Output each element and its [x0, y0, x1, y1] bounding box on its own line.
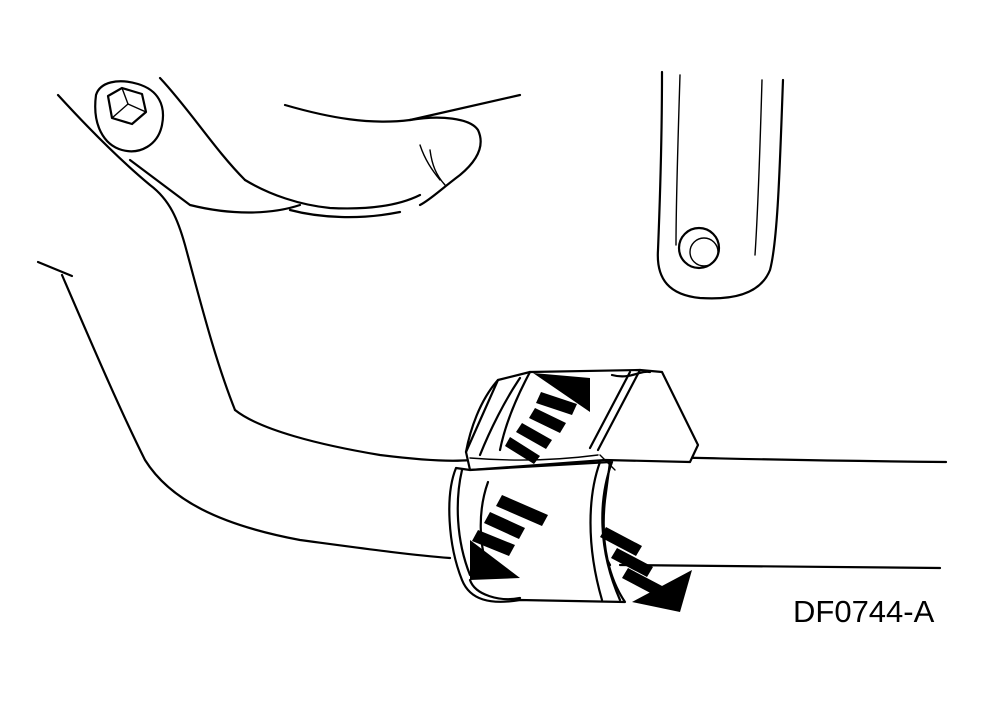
- arrow-upper: [505, 373, 590, 464]
- removal-direction-arrows: [470, 373, 692, 612]
- frame-bracket: [56, 76, 522, 412]
- arrow-lower-left: [470, 495, 548, 580]
- body-lower-edge: [36, 260, 472, 560]
- stabilizer-bar-bushing: [448, 368, 700, 604]
- stabilizer-link: [656, 70, 785, 300]
- hex-bolt: [94, 80, 165, 153]
- figure-id-label: DF0744-A: [793, 594, 935, 629]
- arrow-lower-right: [600, 527, 692, 612]
- stabilizer-bar: [592, 455, 948, 570]
